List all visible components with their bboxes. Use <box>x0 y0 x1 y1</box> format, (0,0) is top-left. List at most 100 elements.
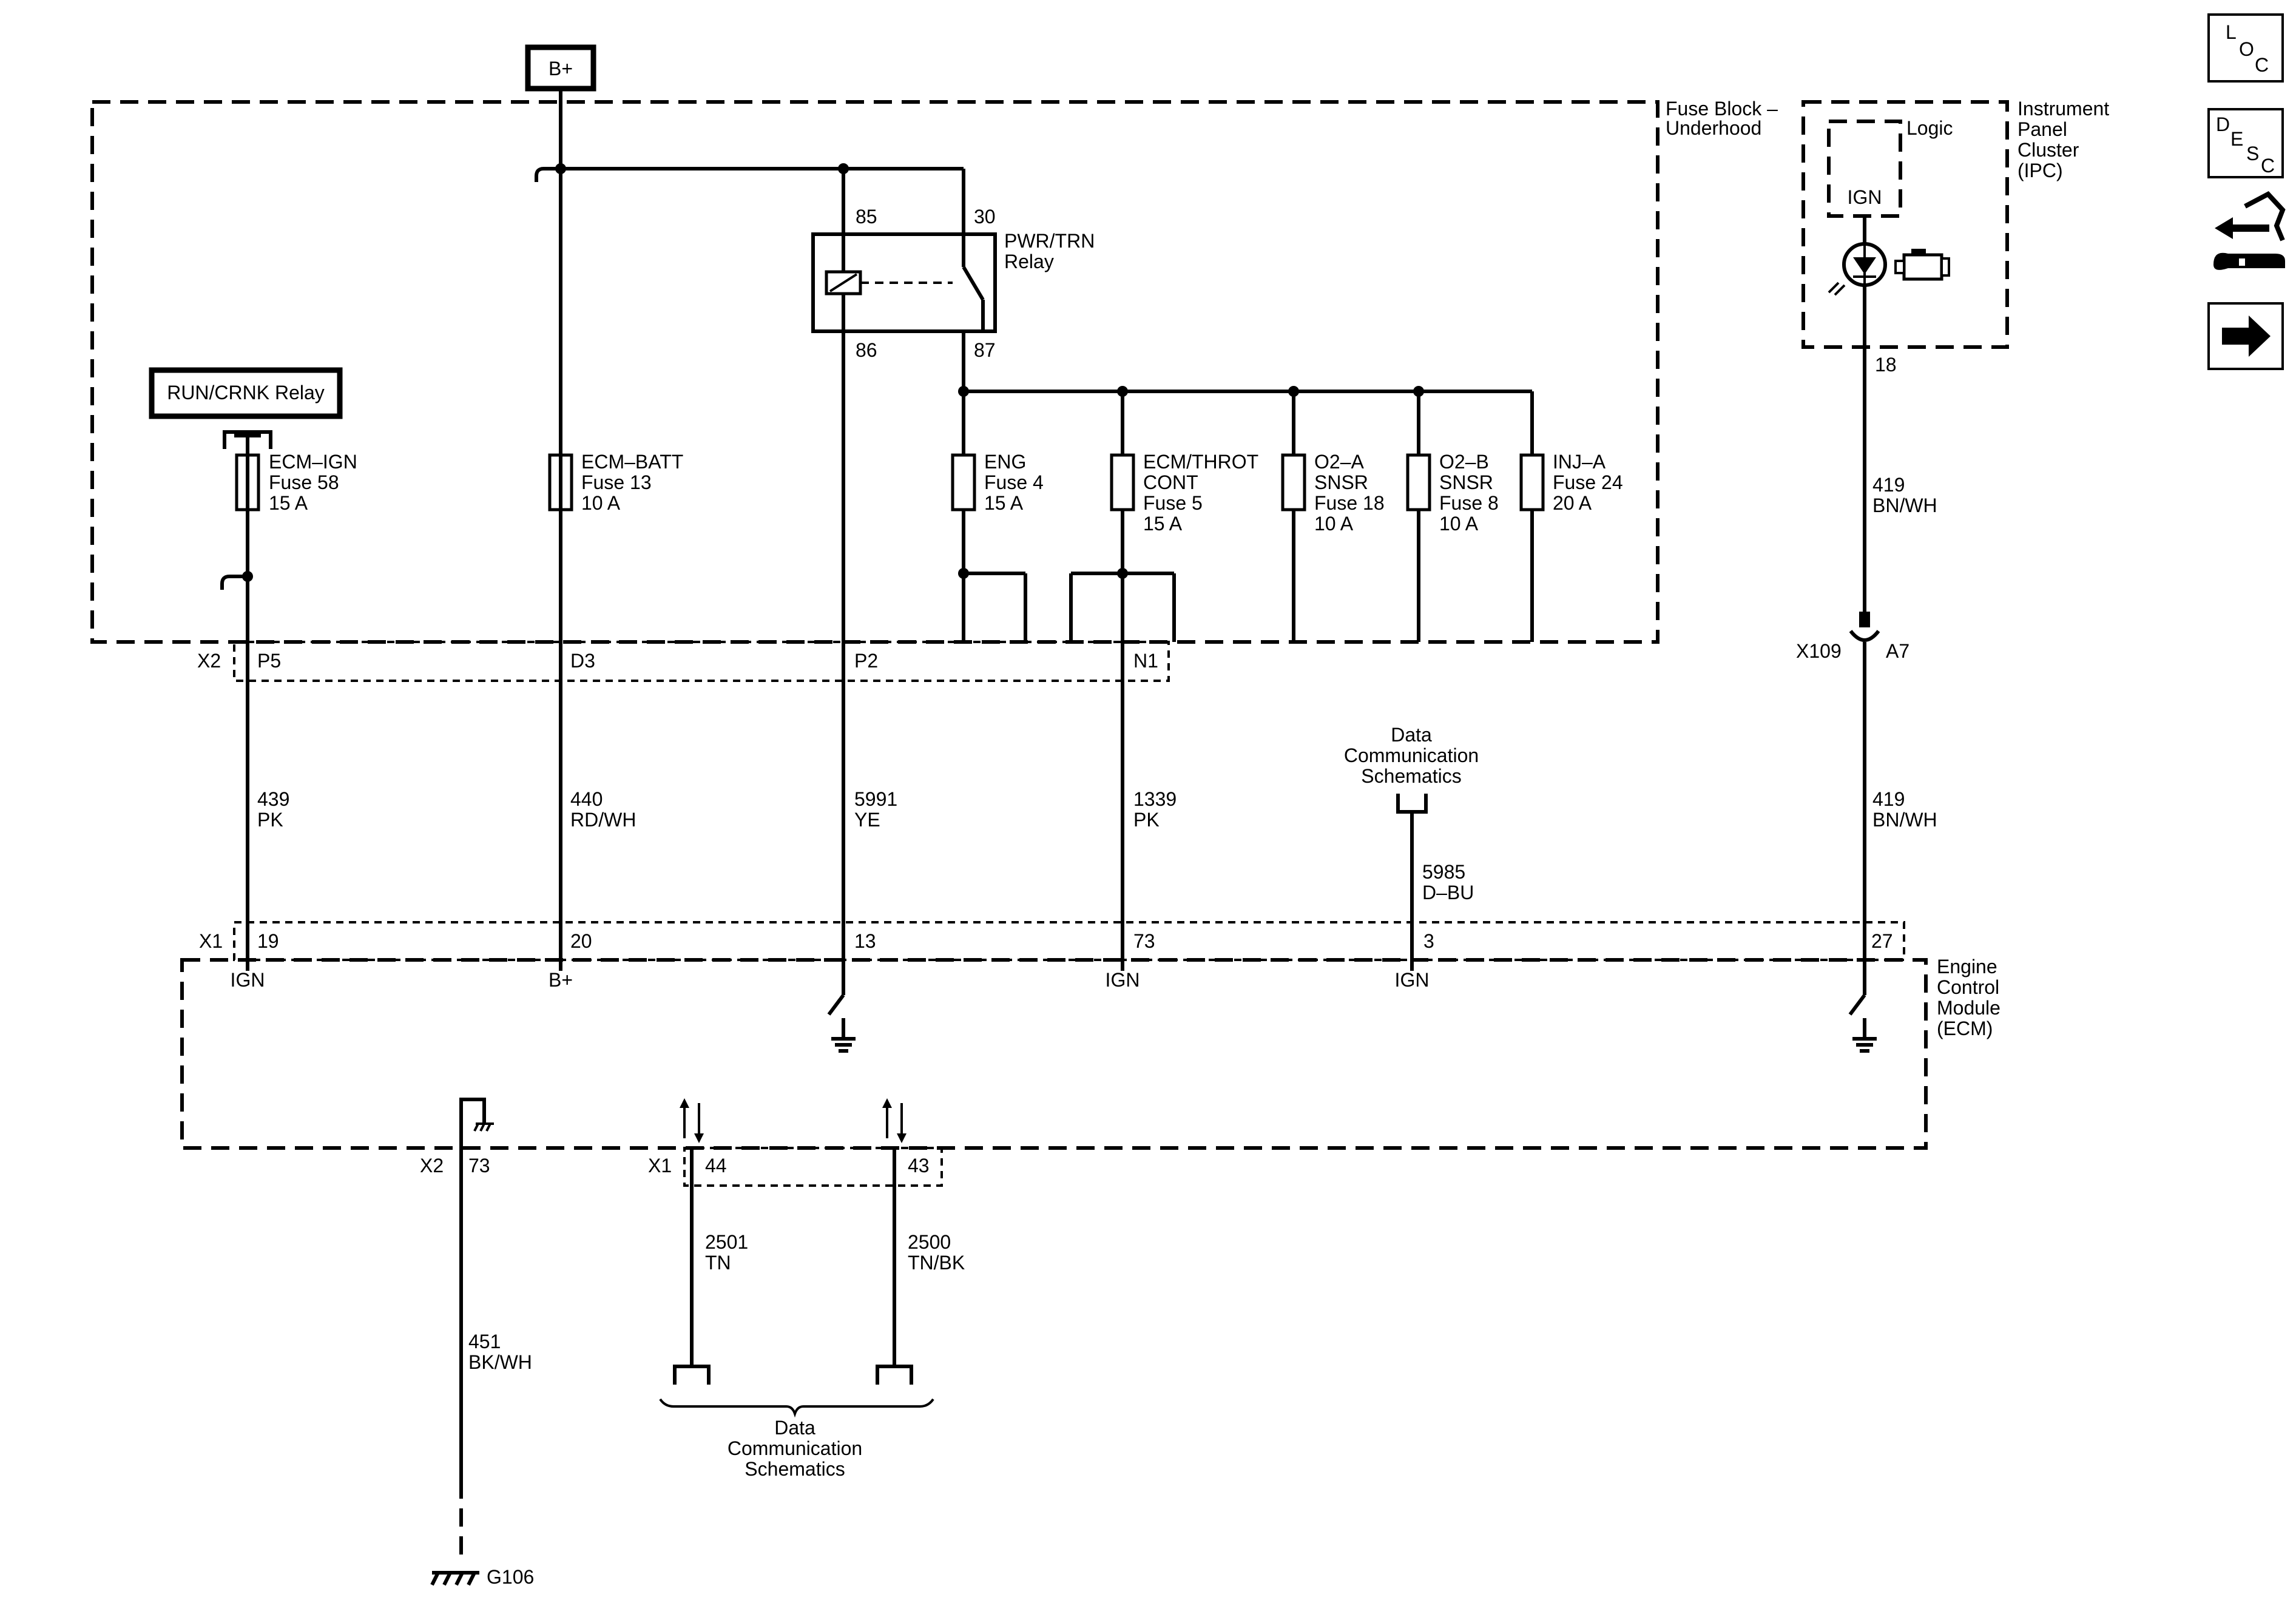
ground-label: G106 <box>487 1566 534 1588</box>
wire-labels: 439 PK 440 RD/WH 5991 YE 1339 PK 5985 D–… <box>257 474 1937 1373</box>
svg-text:27: 27 <box>1871 930 1893 952</box>
ipc-pin-18: 18 <box>1875 354 1897 376</box>
svg-text:19: 19 <box>257 930 279 952</box>
svg-text:Fuse 18: Fuse 18 <box>1314 492 1385 514</box>
svg-text:Instrument: Instrument <box>2017 98 2109 120</box>
ipc-logic-label: Logic <box>1906 117 1953 139</box>
svg-text:2501: 2501 <box>705 1231 748 1253</box>
svg-text:C: C <box>2255 54 2269 76</box>
svg-text:Control: Control <box>1937 976 1999 998</box>
svg-text:Communication: Communication <box>1344 744 1479 766</box>
svg-text:ENG: ENG <box>984 451 1026 473</box>
wire-2500 <box>876 1148 913 1385</box>
svg-text:Data: Data <box>774 1417 815 1439</box>
inline-connector-pin: A7 <box>1886 640 1909 662</box>
top-bus <box>535 102 965 234</box>
svg-text:L: L <box>2226 21 2237 43</box>
fuse-ecm-batt: ECM–BATT Fuse 13 10 A <box>548 451 683 514</box>
svg-text:ECM–IGN: ECM–IGN <box>269 451 357 473</box>
svg-text:419: 419 <box>1872 788 1905 810</box>
svg-text:B+: B+ <box>549 969 573 991</box>
fuse-o2-b-snsr: O2–B SNSR Fuse 8 10 A <box>1406 451 1499 535</box>
svg-text:D: D <box>2216 113 2230 135</box>
svg-text:TN: TN <box>705 1252 731 1274</box>
data-bidirectional-arrow-icon <box>680 1098 704 1143</box>
wire-451: G106 <box>430 1148 534 1588</box>
fuse-inj-a: INJ–A Fuse 24 20 A <box>1519 451 1623 514</box>
svg-text:O2–B: O2–B <box>1439 451 1489 473</box>
svg-text:INJ–A: INJ–A <box>1553 451 1606 473</box>
ground-g106-icon <box>430 1571 479 1586</box>
repair-connector-icon[interactable] <box>2213 191 2286 270</box>
svg-text:C: C <box>2261 155 2275 177</box>
svg-text:Fuse 4: Fuse 4 <box>984 471 1044 493</box>
svg-text:419: 419 <box>1872 474 1905 496</box>
svg-text:PK: PK <box>1133 809 1160 831</box>
next-arrow-icon[interactable] <box>2207 302 2284 370</box>
svg-text:73: 73 <box>468 1155 490 1176</box>
svg-text:451: 451 <box>468 1331 501 1352</box>
svg-text:Fuse 8: Fuse 8 <box>1439 492 1499 514</box>
svg-text:CONT: CONT <box>1143 471 1198 493</box>
svg-text:YE: YE <box>854 809 880 831</box>
check-engine-icon <box>1894 249 1950 281</box>
battery-positive-source: B+ <box>525 44 596 102</box>
bus-break-symbol <box>535 167 561 182</box>
run-crnk-relay-label: RUN/CRNK Relay <box>167 382 325 403</box>
fuse-ecm-throt-cont: ECM/THROT CONT Fuse 5 15 A <box>1110 451 1258 535</box>
svg-text:Fuse 13: Fuse 13 <box>581 471 652 493</box>
svg-text:Cluster: Cluster <box>2017 139 2079 161</box>
inline-connector-symbol <box>1849 630 1880 642</box>
inline-connector-name: X109 <box>1796 640 1842 662</box>
svg-text:10 A: 10 A <box>581 492 621 514</box>
data-bidirectional-arrow-icon <box>882 1098 907 1143</box>
relay-87-bus <box>958 331 1534 642</box>
svg-text:5985: 5985 <box>1422 861 1465 883</box>
bplus-label: B+ <box>549 58 573 79</box>
svg-text:BK/WH: BK/WH <box>468 1351 532 1373</box>
svg-text:PK: PK <box>257 809 283 831</box>
ecm-connector-x2-bottom: X2 <box>420 1155 444 1176</box>
wire-2501 <box>673 1148 711 1385</box>
svg-text:Fuse 24: Fuse 24 <box>1553 471 1623 493</box>
svg-text:Panel: Panel <box>2017 118 2067 140</box>
location-icon[interactable]: L O C <box>2207 13 2284 83</box>
svg-text:13: 13 <box>854 930 876 952</box>
svg-text:20: 20 <box>570 930 592 952</box>
fuse-eng: ENG Fuse 4 15 A <box>951 451 1044 514</box>
svg-text:O2–A: O2–A <box>1314 451 1364 473</box>
pwr-trn-relay: 85 30 86 87 PWR/TRN Relay <box>811 206 1095 361</box>
svg-text:SNSR: SNSR <box>1439 471 1493 493</box>
svg-text:3: 3 <box>1423 930 1434 952</box>
run-crnk-relay: RUN/CRNK Relay <box>149 367 343 642</box>
ecm-chassis-ground-symbol <box>459 1098 494 1160</box>
ecm-internal-ground-switch-27 <box>1848 971 1877 1053</box>
fuse-block-underhood: Fuse Block – Underhood <box>90 98 1778 644</box>
svg-text:ECM/THROT: ECM/THROT <box>1143 451 1258 473</box>
svg-text:D–BU: D–BU <box>1422 882 1474 903</box>
svg-text:IGN: IGN <box>1106 969 1140 991</box>
svg-text:SNSR: SNSR <box>1314 471 1368 493</box>
svg-text:IGN: IGN <box>231 969 265 991</box>
relay-title-line2: Relay <box>1004 251 1054 272</box>
svg-text:10 A: 10 A <box>1314 513 1354 535</box>
description-icon[interactable]: D E S C <box>2207 108 2284 178</box>
svg-text:Schematics: Schematics <box>1361 765 1461 787</box>
fuse-block-x2-connector: X2 P5 D3 P2 N1 <box>197 641 1170 682</box>
fuse-block-title-line1: Fuse Block – <box>1666 98 1778 120</box>
ecm-connector-x1: X1 <box>199 930 223 952</box>
relay-pin-87: 87 <box>974 339 996 361</box>
svg-text:2500: 2500 <box>908 1231 951 1253</box>
fuse-o2-a-snsr: O2–A SNSR Fuse 18 10 A <box>1281 451 1385 535</box>
svg-text:Fuse 5: Fuse 5 <box>1143 492 1203 514</box>
svg-text:44: 44 <box>705 1155 727 1176</box>
svg-text:(ECM): (ECM) <box>1937 1018 1993 1039</box>
data-comm-reference-bottom: Data Communication Schematics <box>659 1398 934 1480</box>
relay-switch-contact <box>962 266 985 301</box>
svg-text:Schematics: Schematics <box>745 1458 845 1480</box>
svg-text:BN/WH: BN/WH <box>1872 809 1937 831</box>
ecm-connector-x1-bottom: X1 <box>648 1155 672 1176</box>
ecm-internal-ground-switch-13 <box>827 971 856 1053</box>
relay-title-line1: PWR/TRN <box>1004 230 1095 252</box>
svg-text:15 A: 15 A <box>1143 513 1183 535</box>
